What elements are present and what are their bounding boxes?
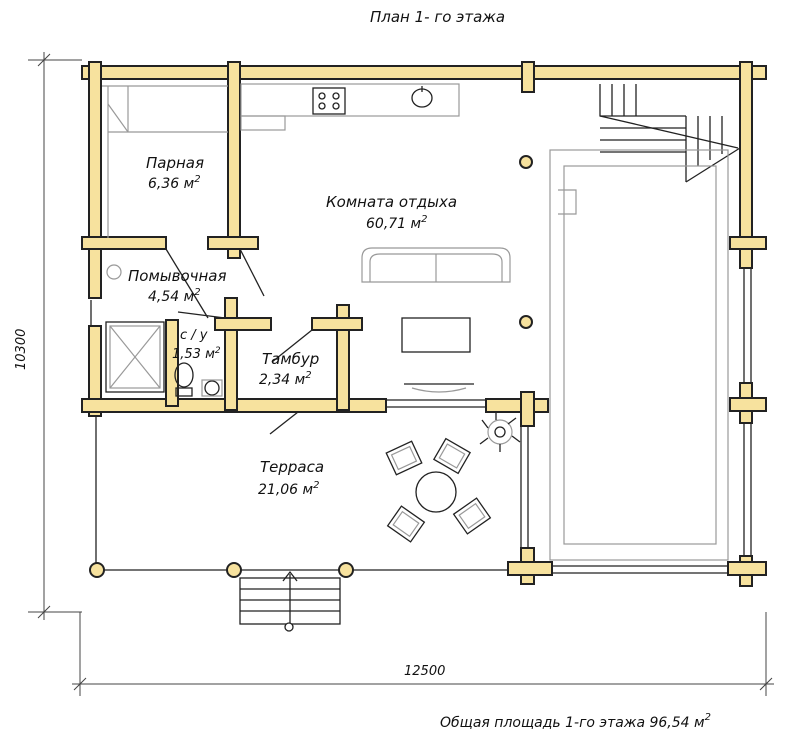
room-terrasa-name: Терраса [260,458,324,476]
sauna-benches [102,85,228,238]
dimension-height-label: 10300 [14,329,29,370]
wash-room-items [105,264,165,393]
room-myvochnaya-area: 4,54 м2 [148,287,201,305]
room-su-area: 1,53 м2 [172,346,221,362]
room-terrasa-area: 21,06 м2 [258,480,319,498]
lounge-furniture [361,247,511,393]
room-komnata-name: Комната отдыха [326,193,457,211]
dimension-width [72,612,774,696]
room-komnata-area: 60,71 м2 [366,214,427,232]
dimension-width-label: 12500 [404,664,445,679]
pool [549,149,729,561]
room-parnaya-area: 6,36 м2 [148,174,201,192]
posts [89,155,533,578]
walls [81,61,767,587]
room-tambur-area: 2,34 м2 [259,370,312,388]
entrance-stairs [239,570,341,632]
dimension-height [28,52,82,620]
door-swings [165,248,313,435]
terrace-furniture [385,412,521,543]
interior-staircase [599,84,741,183]
room-myvochnaya-name: Помывочная [128,267,227,285]
room-su-name: с / у [180,328,208,343]
toilet-fixtures [174,362,223,397]
terrace-outline [90,268,752,574]
plant-icon [479,412,521,452]
room-tambur-name: Тамбур [262,350,319,368]
plan-title: План 1- го этажа [370,8,505,26]
room-parnaya-name: Парная [146,154,204,172]
total-area-footer: Общая площадь 1-го этажа 96,54 м2 [440,712,711,731]
kitchen-counter [240,83,460,131]
